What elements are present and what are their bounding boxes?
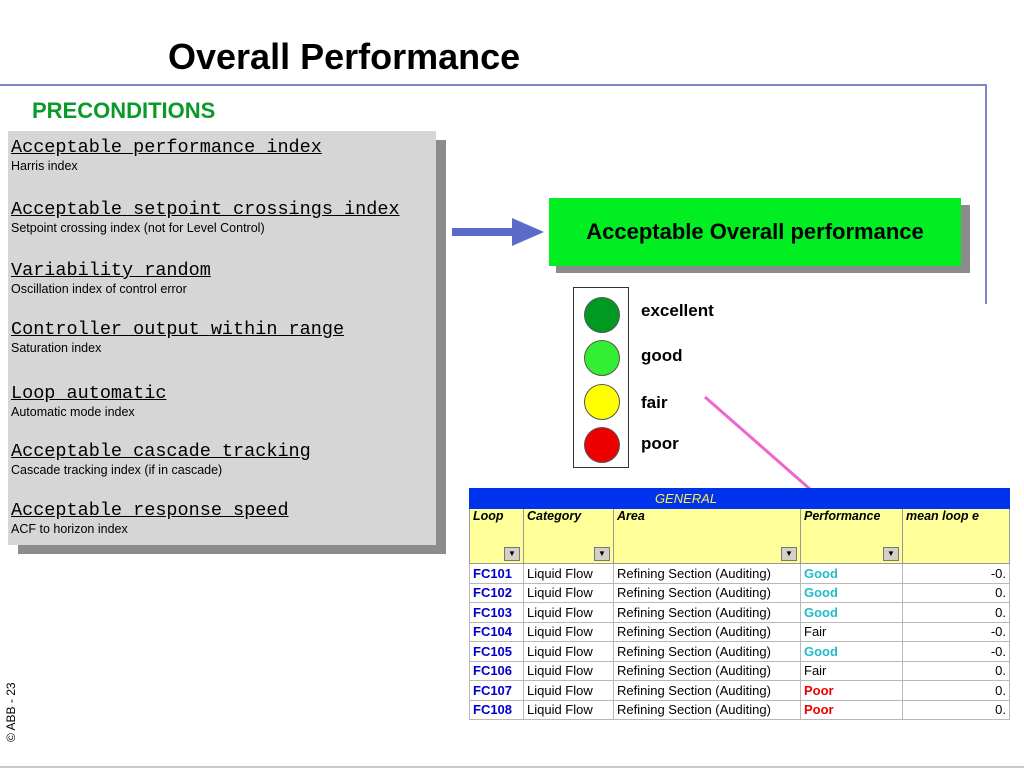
cell-mean-loop-error[interactable]: -0. [902, 621, 1011, 642]
precondition-heading: Controller output within range [11, 319, 345, 340]
precondition-heading: Variability random [11, 260, 211, 281]
cell-performance[interactable]: Fair [799, 621, 904, 642]
copyright-text: © ABB - 23 [4, 682, 18, 742]
cell-performance[interactable]: Good [799, 602, 904, 623]
precondition-item: Variability random Oscillation index of … [11, 260, 211, 297]
column-header-area[interactable]: Area▼ [613, 508, 801, 564]
cell-mean-loop-error[interactable]: 0. [902, 582, 1011, 603]
precondition-detail: Setpoint crossing index (not for Level C… [11, 221, 265, 235]
cell-area[interactable]: Refining Section (Auditing) [613, 602, 801, 623]
preconditions-panel: Acceptable performance index Harris inde… [8, 131, 436, 545]
level-label-excellent: excellent [641, 301, 714, 320]
cell-category[interactable]: Liquid Flow [523, 563, 614, 584]
cell-performance[interactable]: Good [799, 582, 904, 603]
cell-area[interactable]: Refining Section (Auditing) [613, 641, 801, 662]
precondition-detail: Automatic mode index [11, 405, 135, 419]
lamp-excellent-icon [584, 297, 620, 333]
cell-performance[interactable]: Good [799, 563, 904, 584]
performance-spreadsheet: GENERAL Loop▼ Category▼ Area▼ Performanc… [468, 488, 1011, 720]
cell-category[interactable]: Liquid Flow [523, 602, 614, 623]
cell-category[interactable]: Liquid Flow [523, 621, 614, 642]
cell-category[interactable]: Liquid Flow [523, 582, 614, 603]
cell-area[interactable]: Refining Section (Auditing) [613, 621, 801, 642]
level-label-good: good [641, 346, 683, 365]
footer-line [0, 766, 1024, 768]
dropdown-arrow-icon[interactable]: ▼ [504, 547, 520, 561]
column-header-category[interactable]: Category▼ [523, 508, 614, 564]
cell-mean-loop-error[interactable]: -0. [902, 563, 1011, 584]
level-label-poor: poor [641, 434, 679, 453]
cell-loop[interactable]: FC107 [469, 680, 524, 701]
precondition-item: Acceptable cascade tracking Cascade trac… [11, 441, 311, 478]
precondition-heading: Acceptable cascade tracking [11, 441, 311, 462]
cell-category[interactable]: Liquid Flow [523, 699, 614, 720]
cell-area[interactable]: Refining Section (Auditing) [613, 660, 801, 681]
cell-mean-loop-error[interactable]: 0. [902, 660, 1011, 681]
precondition-item: Controller output within range Saturatio… [11, 319, 344, 356]
cell-loop[interactable]: FC108 [469, 699, 524, 720]
precondition-heading: Acceptable performance index [11, 137, 322, 158]
slide-title: Overall Performance [168, 36, 521, 77]
cell-performance[interactable]: Poor [799, 680, 904, 701]
cell-loop[interactable]: FC105 [469, 641, 524, 662]
cell-mean-loop-error[interactable]: 0. [902, 699, 1011, 720]
precondition-heading: Acceptable response speed [11, 500, 289, 521]
precondition-item: Acceptable performance index Harris inde… [11, 137, 322, 174]
frame-line-right [985, 84, 987, 304]
precondition-heading: Loop automatic [11, 383, 167, 404]
cell-loop[interactable]: FC103 [469, 602, 524, 623]
cell-category[interactable]: Liquid Flow [523, 641, 614, 662]
cell-loop[interactable]: FC106 [469, 660, 524, 681]
cell-category[interactable]: Liquid Flow [523, 660, 614, 681]
cell-loop[interactable]: FC102 [469, 582, 524, 603]
cell-mean-loop-error[interactable]: 0. [902, 602, 1011, 623]
dropdown-arrow-icon[interactable]: ▼ [594, 547, 610, 561]
level-label-fair: fair [641, 393, 668, 412]
traffic-light [573, 287, 629, 468]
cell-category[interactable]: Liquid Flow [523, 680, 614, 701]
precondition-detail: Cascade tracking index (if in cascade) [11, 463, 223, 477]
cell-loop[interactable]: FC101 [469, 563, 524, 584]
preconditions-heading: PRECONDITIONS [32, 98, 216, 123]
lamp-good-icon [584, 340, 620, 376]
lamp-fair-icon [584, 384, 620, 420]
frame-line-top [0, 84, 987, 86]
column-header-performance[interactable]: Performance▼ [799, 508, 904, 564]
precondition-detail: Harris index [11, 159, 78, 173]
precondition-item: Loop automatic Automatic mode index [11, 383, 166, 420]
cell-loop[interactable]: FC104 [469, 621, 524, 642]
precondition-detail: ACF to horizon index [11, 522, 128, 536]
precondition-item: Acceptable setpoint crossings index Setp… [11, 199, 400, 236]
precondition-item: Acceptable response speed ACF to horizon… [11, 500, 289, 537]
precondition-heading: Acceptable setpoint crossings index [11, 199, 400, 220]
cell-mean-loop-error[interactable]: 0. [902, 680, 1011, 701]
cell-area[interactable]: Refining Section (Auditing) [613, 699, 801, 720]
dropdown-arrow-icon[interactable]: ▼ [883, 547, 900, 561]
column-header-mean-loop-error[interactable]: mean loop e [902, 508, 1011, 564]
cell-mean-loop-error[interactable]: -0. [902, 641, 1011, 662]
right-arrow-icon [452, 218, 544, 246]
cell-area[interactable]: Refining Section (Auditing) [613, 680, 801, 701]
overall-performance-box: Acceptable Overall performance [549, 198, 961, 266]
group-header-blank [902, 488, 1011, 509]
precondition-detail: Oscillation index of control error [11, 282, 187, 296]
dropdown-arrow-icon[interactable]: ▼ [781, 547, 797, 561]
cell-performance[interactable]: Poor [799, 699, 904, 720]
column-header-loop[interactable]: Loop▼ [469, 508, 524, 564]
group-header-general: GENERAL [468, 488, 904, 509]
cell-performance[interactable]: Fair [799, 660, 904, 681]
lamp-poor-icon [584, 427, 620, 463]
cell-performance[interactable]: Good [799, 641, 904, 662]
precondition-detail: Saturation index [11, 341, 102, 355]
cell-area[interactable]: Refining Section (Auditing) [613, 582, 801, 603]
cell-area[interactable]: Refining Section (Auditing) [613, 563, 801, 584]
